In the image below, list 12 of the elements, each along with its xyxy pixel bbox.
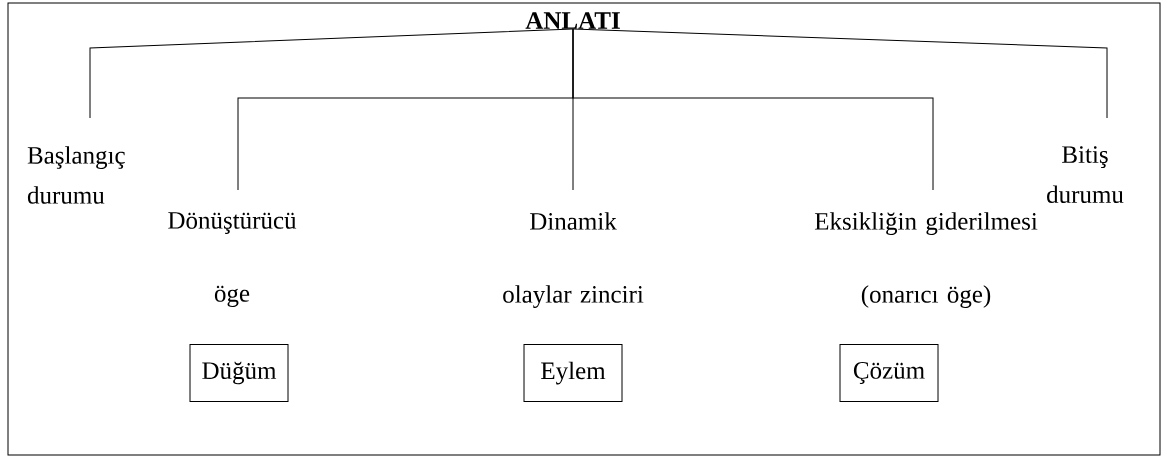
stage-label: Dinamik olaylar zinciri bbox=[503, 212, 644, 308]
stage-label: Dönüştürücü öge bbox=[168, 212, 297, 307]
stage-box: Düğüm bbox=[189, 344, 289, 402]
stage-label: Eksikliğin giderilmesi (onarıcı öge) bbox=[814, 212, 1038, 308]
state-label: Başlangıç durumu bbox=[27, 146, 125, 204]
stage-box: Eylem bbox=[523, 344, 623, 402]
connector-line bbox=[89, 28, 574, 119]
heading: ANLATI bbox=[525, 12, 620, 29]
state-label: Bitiş durumu bbox=[1047, 146, 1124, 203]
connector-line bbox=[572, 28, 1108, 119]
stage-box: Çözüm bbox=[839, 344, 939, 402]
connector-line bbox=[572, 28, 934, 191]
